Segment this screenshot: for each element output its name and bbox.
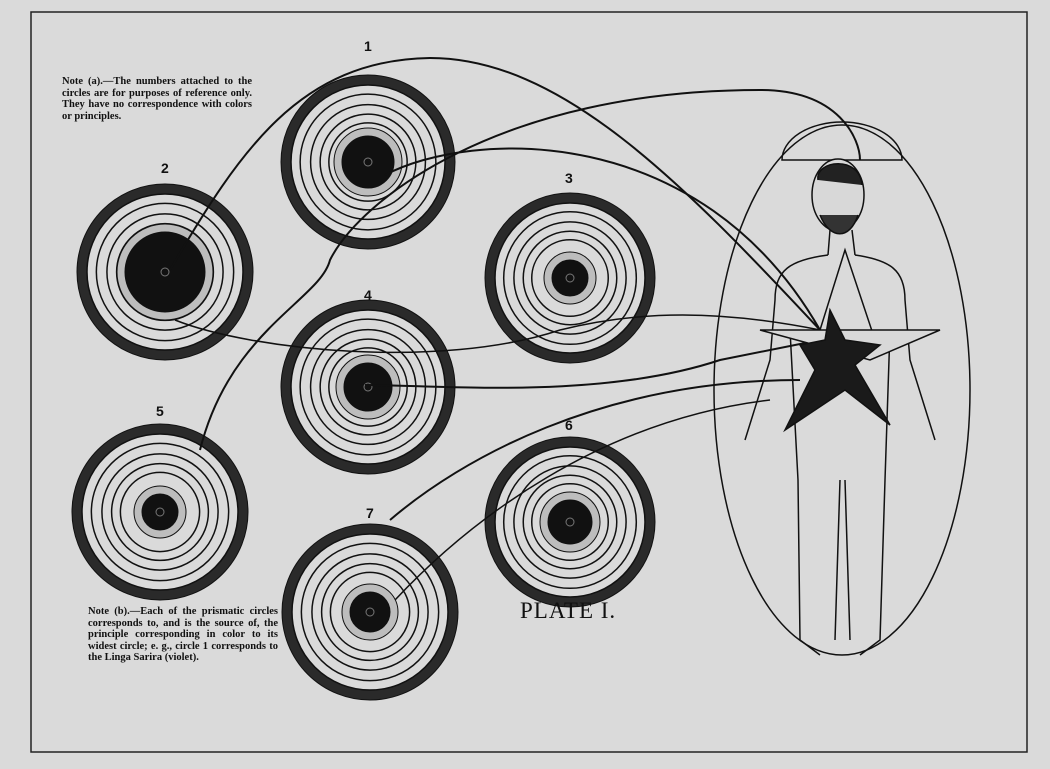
prismatic-circle-1 (280, 74, 456, 250)
note-a-text: —The numbers attached to the circles are… (62, 76, 252, 122)
circle-label-7: 7 (366, 505, 374, 521)
aura-ellipse (713, 124, 971, 656)
circle-label-4: 4 (364, 287, 372, 303)
prismatic-circle-6 (484, 436, 656, 608)
connector-lines (169, 56, 861, 601)
prismatic-circle-7 (281, 523, 459, 701)
prismatic-circle-5 (71, 423, 249, 601)
circle-label-5: 5 (156, 403, 164, 419)
human-figure (713, 121, 971, 656)
plate-frame (30, 11, 1028, 753)
note-b-text: —Each of the prismatic circles correspon… (88, 606, 278, 663)
prismatic-circle-3 (484, 192, 656, 364)
halo (781, 121, 903, 161)
circle-label-2: 2 (161, 160, 169, 176)
circle-label-6: 6 (565, 417, 573, 433)
note-b: Note (b).—Each of the prismatic circles … (88, 606, 278, 664)
note-a: Note (a).—The numbers attached to the ci… (62, 76, 252, 122)
star (783, 307, 891, 433)
note-a-lead: Note (a). (62, 76, 103, 87)
circle-label-3: 3 (565, 170, 573, 186)
prismatic-circle-2 (76, 183, 254, 361)
prismatic-circle-4 (280, 299, 456, 475)
circle-label-1: 1 (364, 38, 372, 54)
plate-title: PLATE I. (520, 598, 617, 623)
note-b-lead: Note (b). (88, 606, 130, 617)
